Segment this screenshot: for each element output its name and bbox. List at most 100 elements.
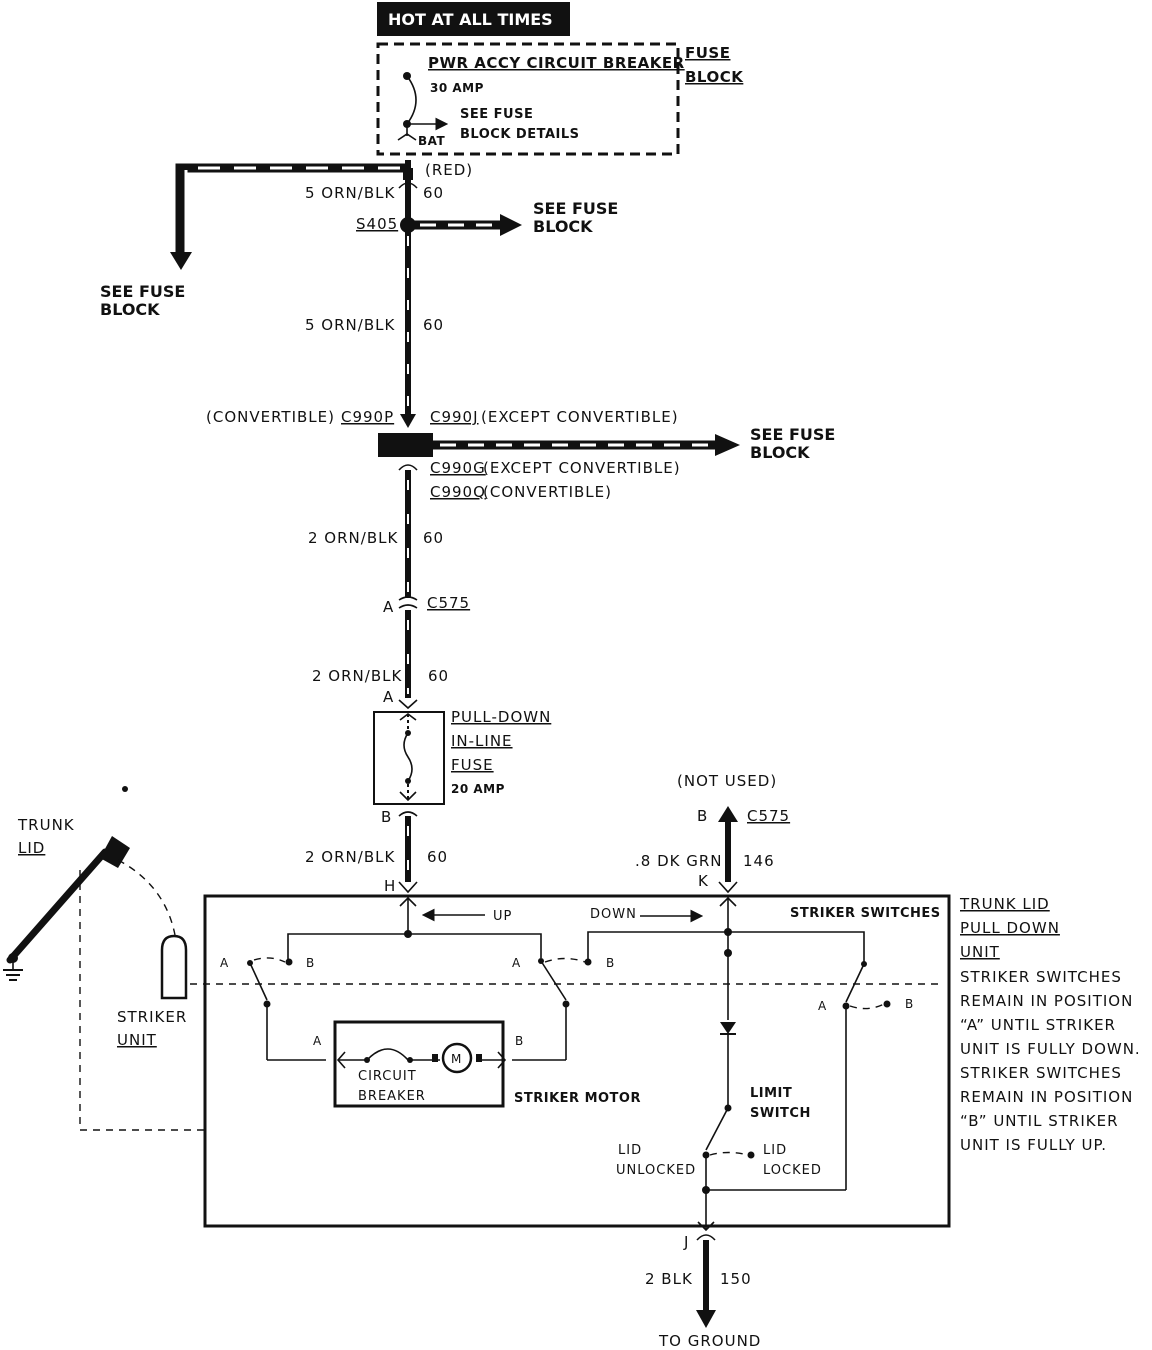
trunk-lid-label-2: LID [18,839,45,857]
circuit-number-60: 60 [423,184,444,202]
circuit-number-150: 150 [720,1270,752,1288]
motor-breaker-label: BREAKER [358,1089,426,1104]
striker-switch-2 [512,957,592,1061]
motor-pin-a: A [313,1034,322,1048]
convertible-label-2: (CONVERTIBLE) [483,483,612,501]
unit-note: STRIKER SWITCHES REMAIN IN POSITION “A” … [960,968,1141,1154]
wire-label-5-orn-blk: 5 ORN/BLK [305,184,395,202]
wire-to-inline-fuse [398,464,418,710]
see-fuse-block-c990-1: SEE FUSE [750,425,835,444]
connector-c575: C575 [427,594,470,612]
inline-fuse-rating: 20 AMP [451,782,505,796]
branch-to-fuse-block-c990 [433,434,740,456]
striker-switch-1 [247,957,326,1061]
switch-3-pos-b: B [905,997,914,1011]
see-fuse-block-c990-2: BLOCK [750,443,810,462]
fuse-pin-b: B [381,808,392,826]
wire-label-dk-grn: .8 DK GRN [635,852,723,870]
see-fuse-block-right-1: SEE FUSE [533,199,618,218]
pin-h: H [384,877,396,895]
lid-unlocked-label-2: UNLOCKED [616,1163,696,1178]
circuit-breaker-symbol [397,72,449,141]
unit-note-line: “A” UNTIL STRIKER [960,1016,1116,1034]
unit-note-line: UNIT IS FULLY DOWN. [960,1040,1141,1058]
motor-circuit-label: CIRCUIT [358,1069,417,1084]
lid-locked-label-2: LOCKED [763,1163,822,1178]
limit-switch-label-1: LIMIT [750,1086,792,1101]
motor-m-symbol: M [451,1052,462,1066]
see-fuse-details-2: BLOCK DETAILS [460,127,580,142]
switch-2-pos-b: B [606,956,615,970]
wire-label-2-blk: 2 BLK [645,1270,693,1288]
unit-title-1: TRUNK LID [959,895,1050,913]
connector-c990p: C990P [341,408,394,426]
striker-motor-internal [336,1042,507,1074]
circuit-number-60-5: 60 [427,848,448,866]
unit-note-line: UNIT IS FULLY UP. [960,1136,1107,1154]
branch-to-left-fuse-block [170,163,408,270]
see-fuse-block-left-1: SEE FUSE [100,282,185,301]
c575-pin-a: A [383,598,394,616]
convertible-label: (CONVERTIBLE) [206,408,335,426]
c575-pin-b: B [697,807,708,825]
wire-to-pin-h [398,811,418,894]
to-ground-label: TO GROUND [658,1332,761,1350]
inline-fuse-box [373,711,445,805]
see-fuse-block-right-2: BLOCK [533,217,593,236]
up-label: UP [493,909,512,924]
branch-to-fuse-block-s405 [408,214,522,236]
red-label: (RED) [425,161,473,179]
inline-fuse-label-1: PULL-DOWN [451,708,551,726]
connector-c990q: C990Q [430,483,486,501]
unit-note-line: REMAIN IN POSITION [960,992,1133,1010]
circuit-number-60-3: 60 [423,529,444,547]
fuse-block-box [376,42,680,156]
inline-fuse-label-3: FUSE [451,756,494,774]
except-convertible-label: (EXCEPT CONVERTIBLE) [481,408,679,426]
hot-at-all-times-banner: HOT AT ALL TIMES [377,2,570,36]
not-used-wire [718,806,738,894]
unit-internal-wiring [287,896,865,1232]
fuse-block-label-2: BLOCK [685,68,744,86]
circuit-number-146: 146 [743,852,775,870]
unit-title-3: UNIT [960,943,1000,961]
splice-s405-label: S405 [356,215,398,233]
not-used-label: (NOT USED) [677,772,777,790]
circuit-number-60-2: 60 [423,316,444,334]
striker-switch-3 [842,961,891,1010]
switch-2-pos-a: A [512,956,521,970]
main-feed-wire [398,160,418,428]
wire-label-5-orn-blk-2: 5 ORN/BLK [305,316,395,334]
unit-title-2: PULL DOWN [960,919,1060,937]
striker-unit-label-2: UNIT [117,1031,157,1049]
connector-c990g: C990G [430,459,486,477]
wire-label-2-orn-blk-3: 2 ORN/BLK [305,848,395,866]
breaker-title: PWR ACCY CIRCUIT BREAKER [428,54,685,72]
connector-c990j: C990J [430,408,479,426]
trunk-lid-label-1: TRUNK [17,816,75,834]
striker-motor-label: STRIKER MOTOR [514,1091,641,1106]
connector-c990-block [378,433,433,457]
breaker-rating: 30 AMP [430,81,484,95]
fuse-block-label: FUSE [685,44,730,62]
circuit-number-60-4: 60 [428,667,449,685]
ground-wire [696,1234,716,1328]
bat-label: BAT [418,134,446,148]
wire-label-2-orn-blk: 2 ORN/BLK [308,529,398,547]
striker-switches-label: STRIKER SWITCHES [790,906,941,921]
connector-c575-2: C575 [747,807,790,825]
trunk-lid-symbol [3,786,205,1131]
motor-pin-b: B [515,1034,524,1048]
unit-note-line: REMAIN IN POSITION [960,1088,1133,1106]
svg-text:HOT AT ALL TIMES: HOT AT ALL TIMES [388,10,553,29]
wire-label-2-orn-blk-2: 2 ORN/BLK [312,667,402,685]
striker-motor-box [333,1020,505,1108]
except-convertible-label-2: (EXCEPT CONVERTIBLE) [483,459,681,477]
switch-1-pos-a: A [220,956,229,970]
inline-fuse-symbol [399,713,417,802]
see-fuse-details-1: SEE FUSE [460,107,533,122]
pin-k: K [698,872,709,890]
limit-switch-label-2: SWITCH [750,1106,811,1121]
unit-note-line: STRIKER SWITCHES [960,968,1122,986]
